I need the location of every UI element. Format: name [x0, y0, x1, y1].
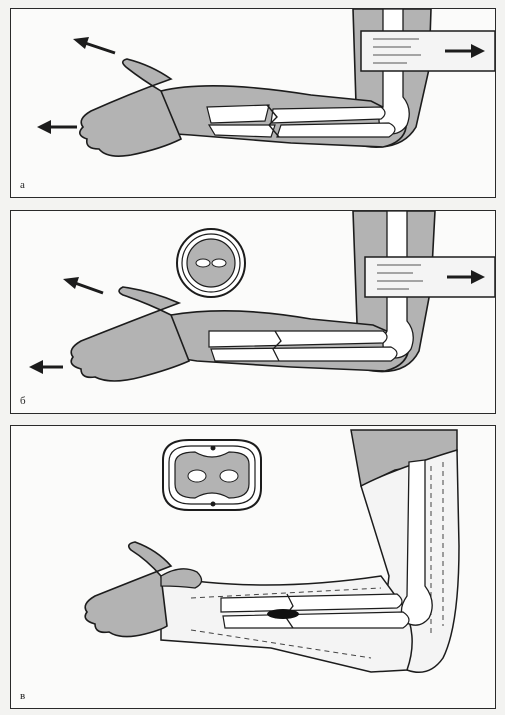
humerus [400, 459, 433, 626]
arm-cast-diagram-c [84, 429, 460, 673]
arm-traction-diagram-b [29, 211, 495, 382]
hematoma-mark [267, 609, 299, 619]
cast-cross-section-round [176, 228, 246, 298]
traction-arrow-up-left [63, 277, 104, 295]
strap-hatching [377, 264, 423, 290]
ulna-bone-distal [207, 124, 276, 138]
fracture-line [266, 104, 280, 138]
strap-hatching [373, 38, 421, 64]
fracture-line [272, 330, 282, 362]
hand [70, 286, 191, 382]
panel-c: в [10, 425, 496, 709]
traction-arrow-left [37, 120, 77, 134]
counter-traction-arrow-right [445, 44, 485, 58]
cast-cross-section-oval [162, 439, 262, 511]
thumb-cast-edge [160, 568, 203, 589]
radius-bone-proximal [270, 106, 386, 124]
ulna-bone-proximal [276, 122, 396, 138]
radius-bone [220, 593, 403, 613]
cast-padding-lines [190, 462, 444, 659]
panel-label: а [20, 179, 25, 191]
panel-a: а [10, 8, 496, 198]
radius-bone [208, 330, 388, 348]
counter-traction-arrow-right [447, 270, 485, 284]
traction-arrow-up-left [73, 37, 116, 55]
radius-bone-distal [206, 104, 270, 124]
traction-arrow-left [29, 360, 63, 374]
arm-traction-diagram-a [37, 9, 495, 157]
hand [84, 541, 173, 638]
panel-label: в [20, 690, 26, 702]
panel-b: б [10, 210, 496, 414]
ulna-bone [210, 346, 398, 362]
hand [79, 58, 183, 157]
panel-label: б [20, 395, 26, 407]
